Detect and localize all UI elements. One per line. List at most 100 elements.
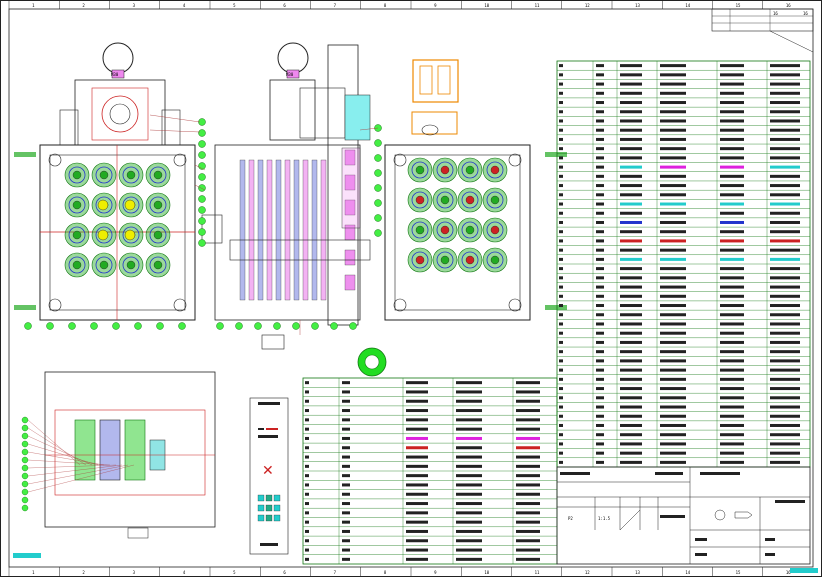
table-cell-bar [620,423,642,427]
table-cell-bar [596,230,604,234]
cavity-core [72,170,82,180]
table-cell-bar [305,390,309,394]
table-cell-bar [770,350,800,354]
table-cell-bar [660,101,686,105]
table-cell-bar [720,110,744,114]
table-cell-bar [620,359,642,363]
cavity-ring [411,191,429,209]
table-cell-bar [559,359,563,363]
cavity-core [153,200,163,210]
cavity-core [72,200,82,210]
zone-number-top: 11 [535,3,540,8]
gate-marker [97,229,109,241]
table-cell-bar [720,101,744,105]
table-cell-bar [720,387,744,391]
table-cell-bar [559,285,563,289]
table-cell-bar [559,257,563,261]
table-cell-bar [620,276,642,280]
table-cell-bar [770,414,800,418]
table-cell-bar [660,396,686,400]
table-cell-bar [406,455,428,459]
cavity-ring [95,226,113,244]
table-cell-bar [620,211,642,215]
slide-block [344,149,356,166]
cavity-core [153,230,163,240]
table-cell-bar [342,418,350,422]
table-cell-bar [620,331,642,335]
leader-lines [149,114,379,335]
cavity-core [440,165,450,175]
table-cell-bar [456,390,482,394]
table-cell-bar [620,184,642,188]
table-cell-bar [770,442,800,446]
ejector-pin [257,159,264,301]
callout-bubble [273,322,281,330]
table-cell-bar [770,165,800,169]
cavity-ring [486,161,504,179]
cavity-ring [411,251,429,269]
zone-number-bottom: 7 [334,570,337,575]
table-cell-bar [456,492,482,496]
table-cell-bar [456,409,482,413]
table-cell-bar [720,442,744,446]
table-cell-bar [596,322,604,326]
table-cell-bar [620,377,642,381]
table-cell-bar [342,399,350,403]
table-cell-bar [770,119,800,123]
ejector-pin [239,159,246,301]
table-cell-bar [660,165,686,169]
table-cell-bar [305,464,309,468]
leader-line [27,427,87,466]
table-cell-bar [660,119,686,123]
table-cell-bar [516,557,540,561]
cavity-ring [149,256,167,274]
cavity-core [490,225,500,235]
table-cell-bar [456,399,482,403]
table-cell-bar [660,202,686,206]
table-cell-bar [596,248,604,252]
table-cell-bar [620,230,642,234]
legend-swatch [273,514,281,522]
callout-bubble [235,322,243,330]
table-cell-bar [559,230,563,234]
table-cell-bar [660,220,686,224]
ejector-pin [266,159,273,301]
callout-bubble [198,228,206,236]
table-cell-bar [406,399,428,403]
table-cell-bar [770,220,800,224]
dimension-tag [545,305,567,310]
table-cell-bar [596,350,604,354]
slide-block [344,199,356,216]
table-cell-bar [559,137,563,141]
table-cell-bar [720,359,744,363]
cavity-core [465,195,475,205]
table-cell-bar [596,110,604,114]
table-cell-bar [770,340,800,344]
table-cell-bar [660,248,686,252]
table-cell-bar [596,91,604,95]
table-cell-bar [559,147,563,151]
table-cell-bar [456,455,482,459]
table-cell-bar [660,414,686,418]
table-cell-bar [770,257,800,261]
table-cell-bar [720,460,744,464]
table-cell-bar [516,427,540,431]
table-cell-bar [596,119,604,123]
cavity-ring [461,161,479,179]
table-cell-bar [596,156,604,160]
table-cell-bar [620,156,642,160]
table-cell-bar [620,82,642,86]
table-cell-bar [720,285,744,289]
table-cell-bar [559,267,563,271]
table-cell-bar [620,101,642,105]
zone-number-top: 8 [384,3,387,8]
zone-number-bottom: 6 [283,570,286,575]
callout-bubble [349,322,357,330]
cavity-ring [95,256,113,274]
table-cell-bar [720,368,744,372]
table-cell-bar [456,520,482,524]
table-cell-bar [720,377,744,381]
table-cell-bar [620,313,642,317]
table-cell-bar [596,377,604,381]
cavity-core [126,260,136,270]
